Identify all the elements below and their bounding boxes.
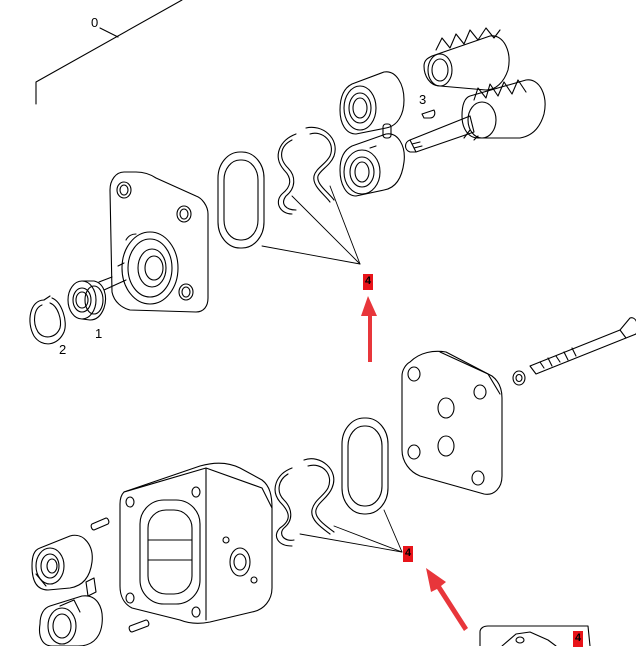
lower-dowel-pins — [85, 517, 150, 633]
dowel-pin — [382, 123, 392, 139]
snap-ring — [29, 295, 66, 345]
pump-housing — [119, 462, 273, 624]
red-pointer-arrow — [361, 296, 377, 362]
rear-cover — [401, 350, 503, 495]
driven-gear — [423, 27, 510, 91]
red-pointer-arrow — [426, 568, 468, 631]
upper-bushing — [339, 71, 405, 135]
front-cover — [109, 171, 209, 313]
lower-bushing-lower — [38, 595, 103, 646]
assembly-bracket — [35, 0, 183, 105]
clamp-bolt — [512, 317, 636, 386]
lower-gasket — [341, 417, 389, 515]
lower-bushing-upper — [31, 534, 93, 591]
upper-wire-ring-right — [305, 126, 336, 203]
lower-wire-ring-left — [274, 467, 295, 547]
upper-wire-ring-left — [277, 133, 297, 215]
lower-leader-lines — [299, 509, 403, 553]
lower-bushing — [339, 133, 405, 197]
woodruff-key — [421, 109, 436, 119]
corner-kit-box — [479, 625, 591, 646]
lower-kit-badge: 4 — [403, 546, 414, 562]
callout-snap-ring: 2 — [59, 342, 67, 357]
callout-key: 3 — [419, 92, 427, 107]
callout-assembly: 0 — [91, 15, 99, 30]
shaft-seal — [67, 276, 127, 321]
corner-kit-badge: 4 — [573, 631, 584, 647]
callout-seal: 1 — [95, 326, 103, 341]
drive-gear-shaft — [404, 79, 546, 153]
lower-wire-ring-right — [303, 458, 335, 535]
upper-kit-badge: 4 — [363, 274, 374, 290]
upper-gasket — [217, 151, 265, 249]
upper-leader-lines — [261, 185, 361, 265]
